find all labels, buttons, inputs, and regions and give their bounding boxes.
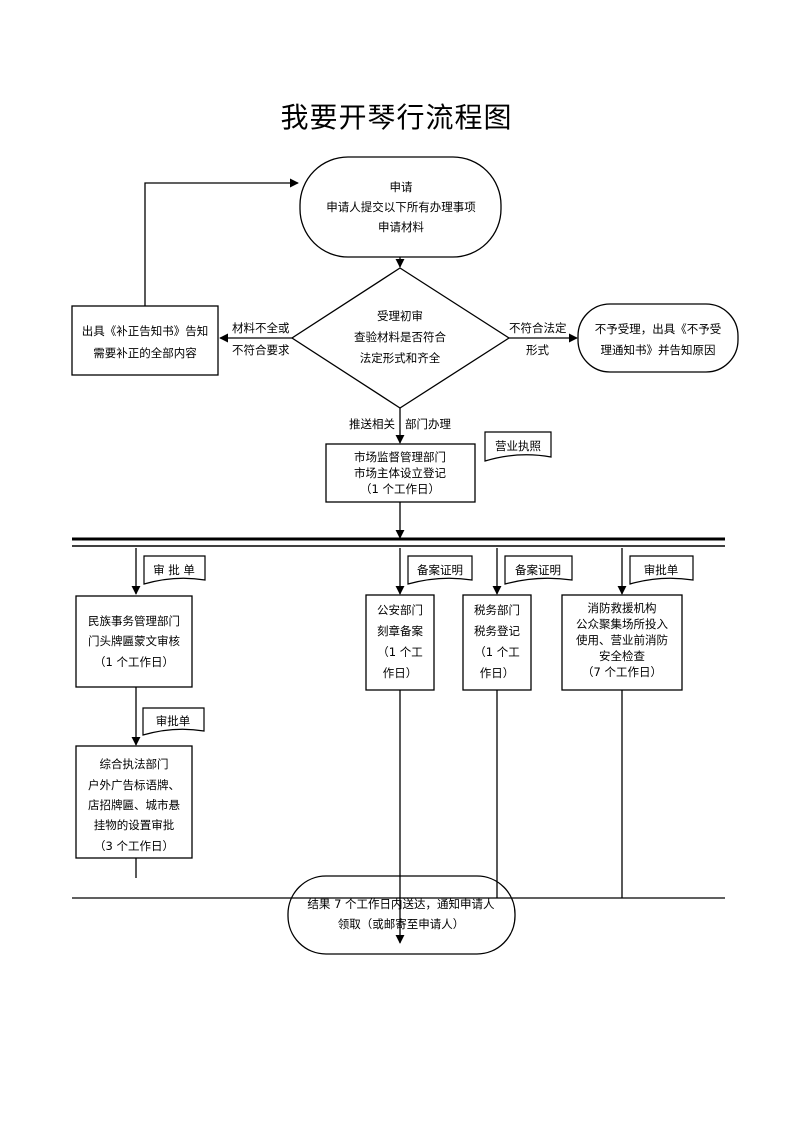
doc-approval3 bbox=[629, 555, 694, 585]
ethnic-text-1: 民族事务管理部门 bbox=[88, 614, 180, 628]
tax-text-3: （1 个工 bbox=[474, 645, 519, 659]
apply-text-3: 申请材料 bbox=[378, 220, 424, 234]
enforce-node bbox=[75, 745, 193, 859]
enforce-text-5: （3 个工作日） bbox=[94, 839, 174, 853]
doc-license-label: 营业执照 bbox=[495, 439, 541, 453]
doc-license bbox=[484, 431, 552, 462]
edge-incomplete-1: 材料不全或 bbox=[232, 321, 290, 335]
supplement-node bbox=[71, 305, 219, 376]
fire-text-3: 使用、营业前消防 bbox=[576, 633, 668, 647]
police-text-1: 公安部门 bbox=[377, 603, 423, 617]
fire-text-2: 公众聚集场所投入 bbox=[576, 617, 668, 631]
tax-text-1: 税务部门 bbox=[474, 603, 520, 617]
supplement-text-2: 需要补正的全部内容 bbox=[93, 346, 197, 360]
ethnic-text-3: （1 个工作日） bbox=[94, 655, 174, 669]
police-text-4: 作日） bbox=[383, 666, 418, 680]
edge-push-left: 推送相关 bbox=[349, 417, 395, 431]
ethnic-text-2: 门头牌匾蒙文审核 bbox=[88, 634, 180, 648]
reject-text-1: 不予受理，出具《不予受 bbox=[595, 322, 722, 336]
market-text-2: 市场主体设立登记 bbox=[354, 466, 446, 480]
fire-text-5: （7 个工作日） bbox=[582, 665, 662, 679]
result-text-2: 领取（或邮寄至申请人） bbox=[338, 917, 465, 931]
edge-push-right: 部门办理 bbox=[405, 417, 451, 431]
doc-record1-label: 备案证明 bbox=[417, 563, 463, 577]
review-text-2: 查验材料是否符合 bbox=[354, 330, 446, 344]
ethnic-node bbox=[75, 595, 193, 688]
review-text-3: 法定形式和齐全 bbox=[360, 351, 441, 365]
review-text-1: 受理初审 bbox=[377, 309, 423, 323]
edge-nonconform-1: 不符合法定 bbox=[509, 321, 567, 335]
tax-text-4: 作日） bbox=[480, 666, 515, 680]
enforce-text-1: 综合执法部门 bbox=[100, 757, 169, 771]
fire-text-1: 消防救援机构 bbox=[588, 601, 657, 615]
apply-text-1: 申请 bbox=[390, 180, 413, 194]
fire-text-4: 安全检查 bbox=[599, 649, 645, 663]
enforce-text-4: 挂物的设置审批 bbox=[94, 818, 175, 832]
market-text-3: （1 个工作日） bbox=[360, 482, 440, 496]
enforce-text-2: 户外广告标语牌、 bbox=[88, 778, 180, 792]
doc-approval2 bbox=[142, 707, 205, 736]
doc-approval1-label: 审 批 单 bbox=[153, 563, 195, 577]
apply-text-2: 申请人提交以下所有办理事项 bbox=[326, 200, 476, 214]
enforce-text-3: 店招牌匾、城市悬 bbox=[88, 798, 180, 812]
reject-text-2: 理通知书》并告知原因 bbox=[601, 343, 716, 357]
supplement-text-1: 出具《补正告知书》告知 bbox=[82, 324, 209, 338]
doc-record2-label: 备案证明 bbox=[515, 563, 561, 577]
edge-incomplete-2: 不符合要求 bbox=[232, 343, 290, 357]
tax-text-2: 税务登记 bbox=[474, 624, 520, 638]
doc-approval1 bbox=[143, 555, 206, 585]
market-text-1: 市场监督管理部门 bbox=[354, 450, 446, 464]
doc-approval2-label: 审批单 bbox=[156, 714, 191, 728]
doc-record2 bbox=[504, 555, 573, 585]
page-title: 我要开琴行流程图 bbox=[280, 101, 513, 134]
reject-node bbox=[577, 303, 739, 373]
police-text-3: （1 个工 bbox=[377, 645, 422, 659]
doc-record1 bbox=[407, 555, 473, 585]
result-text-1: 结果 7 个工作日内送达，通知申请人 bbox=[307, 897, 495, 911]
police-text-2: 刻章备案 bbox=[377, 624, 423, 638]
edge-nonconform-2: 形式 bbox=[526, 343, 549, 357]
result-node bbox=[287, 875, 516, 955]
doc-approval3-label: 审批单 bbox=[644, 563, 679, 577]
